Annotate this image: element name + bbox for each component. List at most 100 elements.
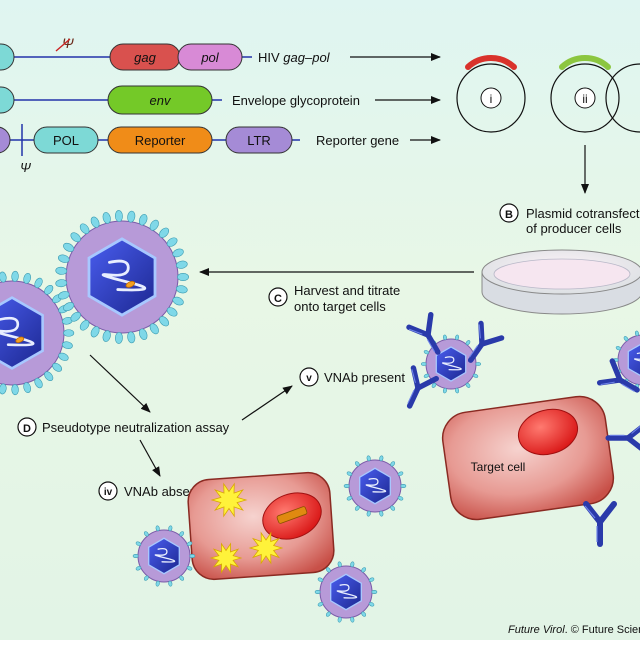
- envelope-spike: [159, 227, 170, 238]
- step-d-text: Pseudotype neutralization assay: [42, 420, 230, 435]
- envelope-spike: [400, 484, 407, 488]
- envelope-spike: [371, 590, 378, 594]
- step-iv: iv VNAb absent: [98, 481, 201, 501]
- reporter-marker: [125, 280, 136, 288]
- envelope-spike: [44, 371, 54, 382]
- envelope-spike: [168, 580, 173, 587]
- plasmid-numeral: ii: [582, 92, 587, 106]
- neutralizing-antibodies: [406, 311, 640, 547]
- envelope-spike: [397, 496, 404, 501]
- capsid: [148, 537, 180, 575]
- rna-genome: [442, 356, 462, 371]
- envelope-spike: [58, 254, 70, 263]
- envelope-spike: [423, 350, 430, 355]
- envelope-spike: [166, 307, 178, 317]
- reporter-marker: [15, 336, 25, 343]
- pol-label: pol: [200, 50, 219, 65]
- envelope-spike: [52, 362, 63, 372]
- envelope-spike: [189, 554, 196, 558]
- envelope-spike: [325, 567, 331, 573]
- envelope-spike: [102, 330, 111, 342]
- petri-dish: [481, 249, 640, 315]
- integrated-provirus: [276, 506, 308, 524]
- envelope-spike: [346, 496, 353, 501]
- antibody: [406, 365, 439, 409]
- envelope-spike: [135, 566, 142, 571]
- envelope-spike: [127, 210, 136, 223]
- envelope-spike: [114, 210, 123, 222]
- packaging-signal-psi: Ψ: [20, 160, 31, 175]
- envelope-spike: [138, 328, 148, 340]
- infected-target-cell: [187, 471, 335, 581]
- pseudovirus-particle: [612, 330, 640, 390]
- step-b-line1: Plasmid cotransfection: [526, 206, 640, 221]
- envelope-spike: [343, 484, 350, 488]
- envelope-spike: [138, 214, 148, 226]
- envelope-spike: [159, 316, 170, 327]
- step-c-line1: Harvest and titrate: [294, 283, 400, 298]
- envelope-spike: [354, 461, 360, 467]
- envelope-spike: [172, 296, 184, 306]
- envelope-spike: [63, 242, 75, 252]
- ltr-segment: [0, 43, 15, 71]
- envelope-spike: [455, 334, 460, 341]
- step-b: B Plasmid cotransfection of producer cel…: [499, 203, 640, 236]
- envelope-spike: [63, 329, 75, 337]
- capsid: [359, 467, 391, 505]
- envelope-spike: [143, 531, 149, 537]
- envelope-spike: [368, 577, 375, 582]
- target-cell-label: Target cell: [471, 460, 526, 474]
- envelope-spike: [615, 346, 622, 351]
- reporter-burst: [248, 531, 284, 565]
- envelope-spike: [175, 260, 188, 269]
- envelope-spike: [337, 616, 342, 623]
- envelope-spike: [420, 362, 427, 366]
- step-v: v VNAb present: [299, 367, 405, 387]
- envelope-spike: [58, 291, 70, 300]
- pseudovirus-particle: [343, 455, 407, 517]
- antibody: [596, 358, 640, 393]
- envelope-spike: [143, 575, 149, 581]
- envelope-spike: [23, 382, 32, 394]
- pseudovirus-particles: [0, 210, 189, 396]
- envelope-spike: [102, 212, 111, 224]
- envelope-spike: [177, 273, 189, 281]
- rna-genome: [0, 316, 35, 347]
- capsid: [330, 573, 362, 611]
- envelope-spike: [390, 505, 396, 511]
- envelope-spike: [379, 455, 384, 462]
- envelope-spike: [114, 332, 123, 344]
- rna-genome: [365, 477, 387, 493]
- envelope-spike: [442, 387, 447, 394]
- reporter-label: Reporter: [135, 133, 186, 148]
- step-c-line2: onto target cells: [294, 299, 386, 314]
- envelope-spike: [179, 575, 185, 581]
- env-segment: [107, 85, 213, 115]
- envelope-spike: [11, 384, 19, 396]
- arrow-to-vnab-present: [241, 385, 293, 421]
- antibody: [583, 501, 617, 547]
- pol-label: POL: [53, 133, 79, 148]
- envelope-spike: [397, 471, 404, 476]
- envelope-spike: [366, 510, 371, 517]
- small-pseudovirus-particles: [132, 330, 640, 623]
- step-d: D Pseudotype neutralization assay: [17, 417, 230, 437]
- envelope-spike: [55, 279, 68, 288]
- envelope-spike: [70, 232, 81, 243]
- capsid: [435, 346, 467, 382]
- plasmid-numeral: i: [490, 92, 493, 106]
- envelope-spike: [172, 248, 184, 258]
- env-label: env: [150, 93, 172, 108]
- envelope-spike: [166, 237, 178, 247]
- figure-credit: Future Virol. © Future Science Group: [508, 624, 640, 636]
- envelope-spike: [90, 216, 100, 228]
- step-numeral: iv: [104, 487, 113, 498]
- envelope-spike: [337, 561, 342, 568]
- capsid: [0, 296, 44, 370]
- envelope-spike: [23, 272, 32, 284]
- envelope-spike: [465, 340, 471, 346]
- envelope-spike: [63, 302, 75, 312]
- env-construct-label: Envelope glycoprotein: [232, 93, 360, 108]
